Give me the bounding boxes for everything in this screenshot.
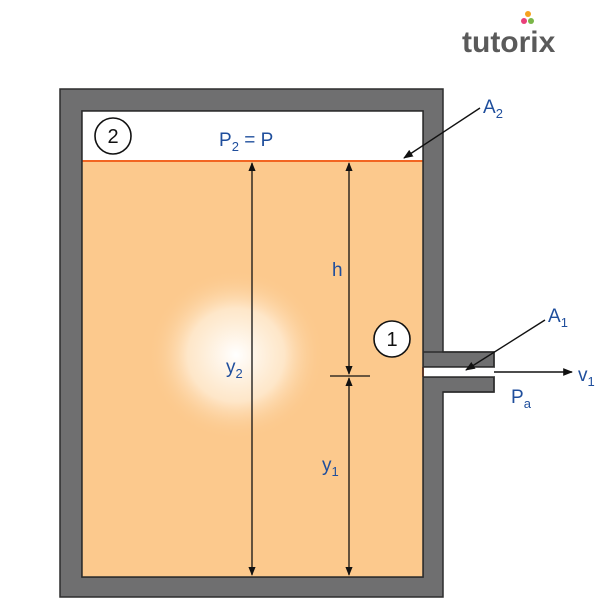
velocity-label: v1 [578,365,595,389]
y1-label: y1 [322,455,339,479]
point-2-circle [94,117,132,155]
liquid-glow [148,270,324,440]
y2-label: y2 [226,357,243,381]
point-1-label: 1 [386,329,397,351]
pressure-atm-label: Pa [511,387,532,411]
area-outlet-pointer [465,319,546,371]
point-1-marker: 1 [373,320,411,358]
outlet-pipe-top [423,351,495,368]
logo-dot-pink [521,18,527,24]
tank-inner-outline [81,110,424,578]
point-2-label: 2 [107,126,118,148]
point-2-marker: 2 [94,117,132,155]
tutorix-logo: tutorix [462,11,556,59]
area-top-label: A2 [483,97,503,121]
area-top-pointer [403,107,481,159]
area-outlet-label: A1 [548,306,568,330]
point-1-circle [373,320,411,358]
outlet-pipe-bottom [423,376,495,393]
h-label: h [332,260,343,281]
logo-dot-orange [525,11,531,17]
outlet-pipe-bore [423,367,494,377]
logo-text: tutorix [462,26,556,59]
pressure-top-label: P2 = P [219,130,273,154]
logo-dot-green [528,18,534,24]
